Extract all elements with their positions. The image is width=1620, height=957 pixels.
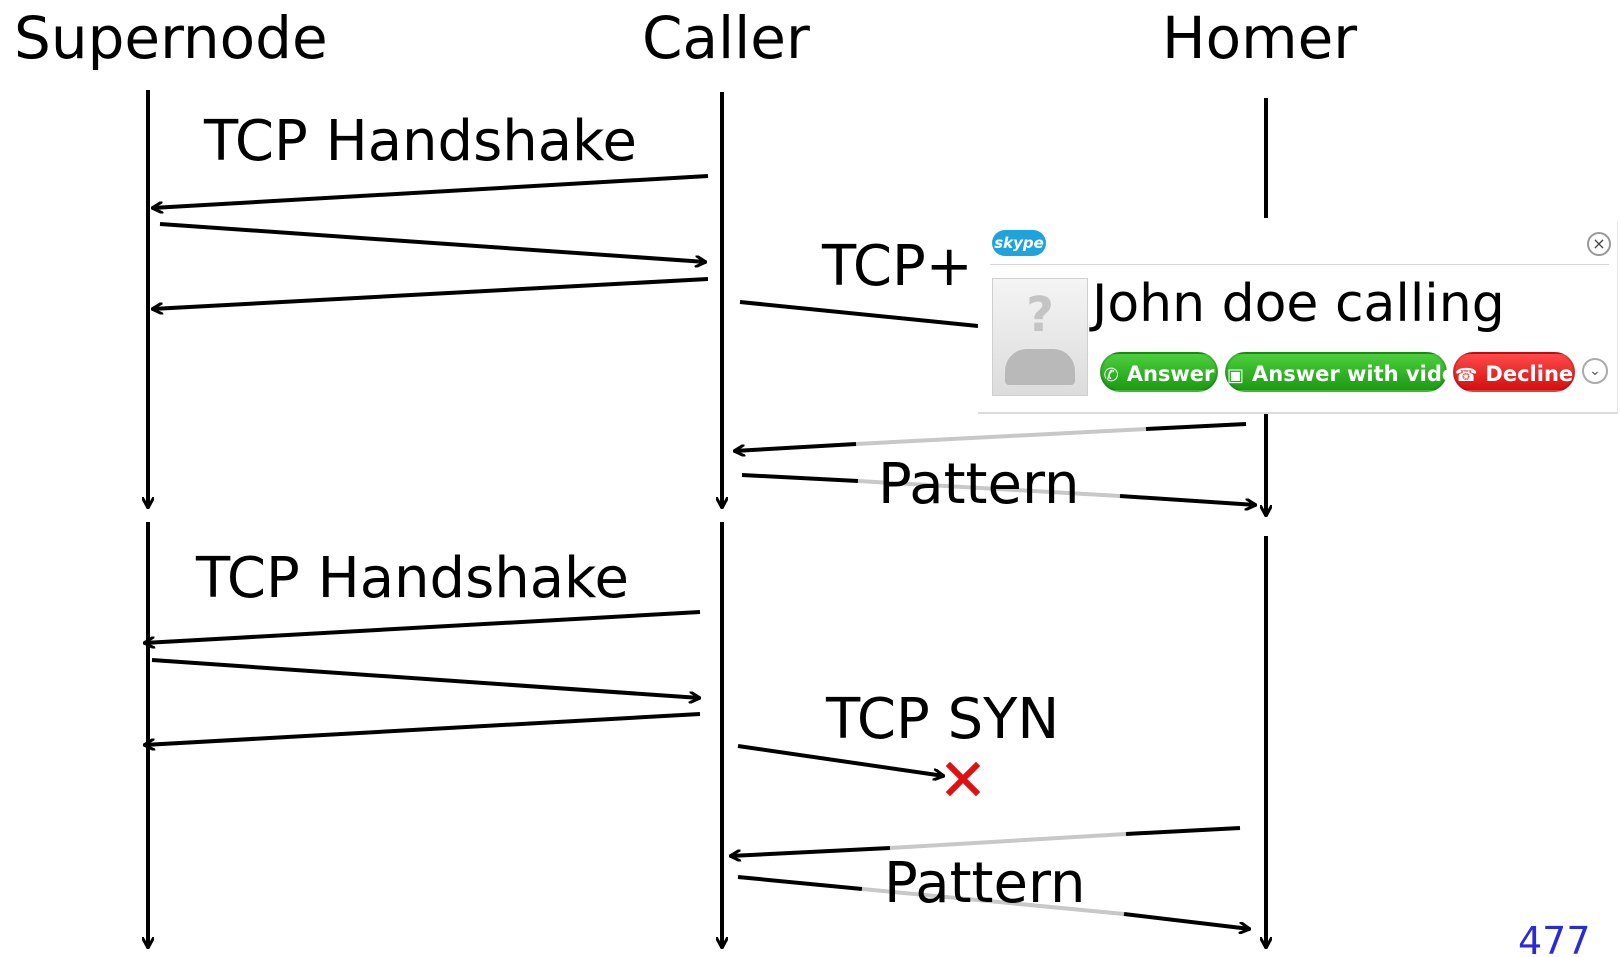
arrow-ack-2 (144, 712, 701, 745)
answer-button[interactable]: ✆Answer (1100, 352, 1218, 392)
participant-homer: Homer (1162, 4, 1357, 72)
answer-with-video-button[interactable]: ▣Answer with video (1225, 352, 1471, 392)
decline-button[interactable]: ☎Decline (1453, 352, 1575, 392)
label-tcp-handshake-2: TCP Handshake (195, 546, 629, 611)
unknown-user-icon: ? (1026, 287, 1054, 343)
label-pattern-1: Pattern (878, 452, 1079, 517)
label-tcp-handshake-1: TCP Handshake (203, 109, 637, 174)
lifelines-section-2 (148, 522, 1266, 948)
arrow-tcp-syn (737, 744, 944, 776)
hang-up-icon: ☎ (1455, 365, 1478, 386)
popup-divider (990, 264, 1609, 265)
incoming-call-popup: skype × ? John doe calling ✆Answer ▣Answ… (978, 222, 1618, 414)
close-icon[interactable]: × (1587, 232, 1611, 256)
handshake-2-arrows (144, 610, 701, 745)
skype-logo: skype (992, 230, 1046, 256)
label-tcp-syn: TCP SYN (825, 687, 1059, 752)
pattern-1-arrows (734, 422, 1256, 505)
label-tcp-plus: TCP+ (821, 234, 973, 299)
handshake-1-arrows (152, 174, 709, 309)
participant-supernode: Supernode (14, 4, 328, 72)
arrow-tcp-plus (739, 300, 979, 328)
arrow-synack-1 (159, 222, 706, 262)
lifelines-section-1 (148, 90, 1266, 516)
arrow-syn-2 (144, 610, 701, 643)
arrow-syn-1 (152, 174, 709, 208)
video-camera-icon: ▣ (1227, 365, 1245, 386)
pattern-2-arrows (730, 826, 1250, 929)
page-number: 477 (1518, 919, 1591, 957)
arrow-synack-2 (151, 658, 700, 698)
phone-icon: ✆ (1103, 365, 1119, 386)
avatar: ? (992, 278, 1088, 396)
chevron-down-icon[interactable]: ⌄ (1582, 358, 1608, 384)
caller-name-text: John doe calling (1092, 274, 1505, 334)
participant-caller: Caller (642, 4, 810, 72)
arrow-ack-1 (152, 277, 709, 309)
label-pattern-2: Pattern (884, 851, 1085, 916)
blocked-x-icon (945, 761, 981, 797)
